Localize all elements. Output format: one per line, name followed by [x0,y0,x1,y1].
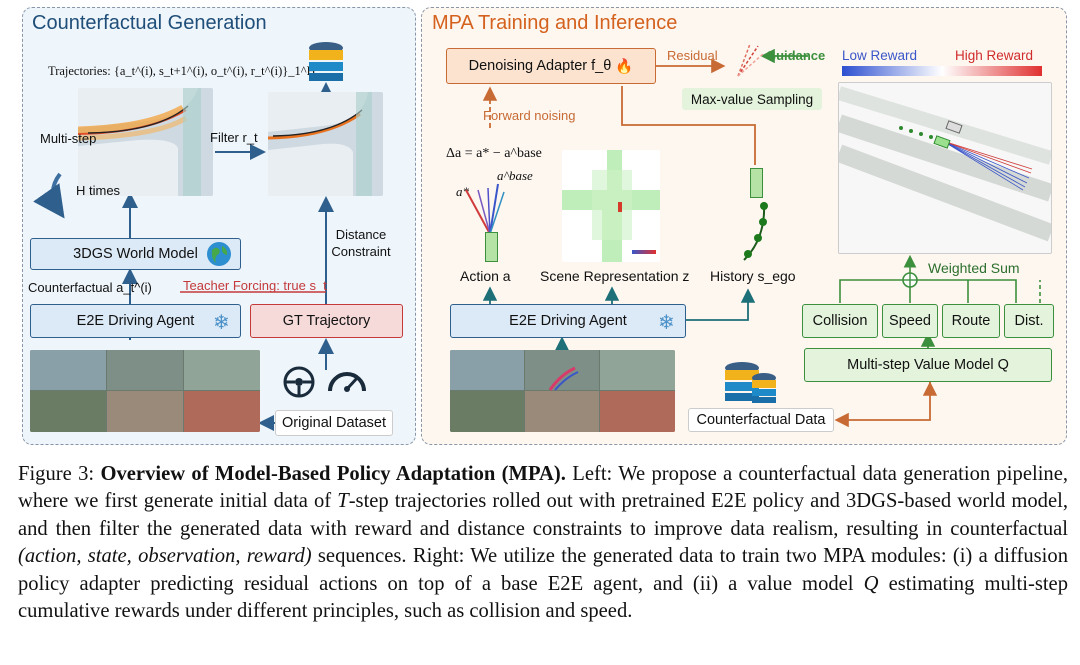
distance-reward-box: Dist. [1004,304,1054,338]
counterfactual-label: Counterfactual a_t^(i) [28,280,152,295]
max-value-sampling-label: Max-value Sampling [690,91,814,107]
teacher-forcing-label: Teacher Forcing: true s_t [183,278,327,293]
distance-reward-label: Dist. [1014,313,1044,329]
caption-text-3: sequences. Right: We utilize the generat… [18,545,1068,595]
speedometer-icon [326,363,368,400]
history-token [750,168,763,198]
caption-title: Overview of Model-Based Policy Adaptatio… [100,463,566,485]
trajectories-label: Trajectories: {a_t^(i), s_t+1^(i), o_t^(… [48,64,316,78]
caption-text-2: -step trajectories rolled out with pretr… [18,490,1068,540]
history-trajectory-icon [743,201,768,261]
e2e-agent-box-right: E2E Driving Agent [450,304,686,338]
database-icon [306,40,346,89]
high-reward-label: High Reward [955,48,1034,63]
distance-constraint-label: Distance Constraint [331,227,391,259]
collision-reward-box: Collision [802,304,878,338]
scene-representation-image [562,150,660,262]
filter-label: Filter r_t [210,130,258,145]
multi-step-label: Multi-step [40,131,97,146]
figure-caption: Figure 3: Overview of Model-Based Policy… [18,461,1068,625]
max-value-sampling-box: Max-value Sampling [682,88,822,110]
weighted-sum-label: Weighted Sum [928,260,1020,276]
low-reward-label: Low Reward [842,48,918,63]
guidance-label: Guidance [766,48,826,63]
caption-text-1: Left: We propose a counterfactual data g… [18,463,1068,513]
action-token [485,232,498,262]
caption-Q: Q [863,572,879,595]
collision-reward-label: Collision [812,313,868,329]
rollout-render [78,88,213,196]
snowflake-icon-right: ❄ [658,312,675,334]
original-dataset-box: Original Dataset [275,410,393,436]
residual-label: Residual [667,48,718,63]
history-label: History s_ego [710,268,796,284]
e2e-agent-box-left: E2E Driving Agent [30,304,241,338]
gt-trajectory-label: GT Trajectory [282,313,371,329]
sampled-actions-icon [737,43,764,77]
denoising-adapter-label: Denoising Adapter f_θ [468,58,612,74]
steering-wheel-icon [282,365,316,404]
delta-a-label: Δa = a* − a^base [446,146,542,161]
route-reward-box: Route [942,304,1000,338]
world-model-box: 3DGS World Model [30,238,241,270]
value-model-box: Multi-step Value Model Q [804,348,1052,382]
caption-text-4: estimating multi-step cumulative rewards… [18,572,1068,623]
speed-reward-box: Speed [882,304,938,338]
speed-reward-label: Speed [889,313,931,329]
scene-representation-label: Scene Representation z [540,268,690,284]
denoising-adapter-box: Denoising Adapter f_θ🔥 [446,48,656,84]
original-dataset-label: Original Dataset [282,415,386,431]
camera-images-right [450,350,675,432]
world-model-label: 3DGS World Model [73,246,198,262]
caption-T: T [337,490,349,513]
action-vectors-icon [465,183,505,235]
counterfactual-data-label: Counterfactual Data [696,412,826,428]
caption-italic: (action, state, observation, reward) [18,545,312,568]
reward-colorbar [842,66,1042,76]
database-icon-right [722,360,778,411]
right-panel-title: MPA Training and Inference [432,12,678,34]
a-star-label: a* [456,184,469,199]
gt-trajectory-box: GT Trajectory [250,304,403,338]
caption-fig-number: Figure 3: [18,463,95,485]
route-reward-label: Route [951,313,991,329]
filtered-render [268,92,383,196]
e2e-agent-label-left: E2E Driving Agent [76,313,195,329]
h-times-label: H times [76,183,121,198]
a-base-label: a^base [497,168,533,183]
bev-map [838,82,1052,254]
e2e-agent-label-right: E2E Driving Agent [509,313,627,329]
action-label: Action a [460,268,511,284]
value-model-label: Multi-step Value Model Q [847,357,1009,373]
globe-icon [206,241,232,272]
camera-images-left [30,350,260,432]
counterfactual-data-box: Counterfactual Data [688,408,834,432]
forward-noising-label: Forward noising [483,108,576,123]
fire-icon: 🔥 [615,58,634,75]
snowflake-icon: ❄ [213,312,230,334]
left-panel-title: Counterfactual Generation [32,12,267,34]
